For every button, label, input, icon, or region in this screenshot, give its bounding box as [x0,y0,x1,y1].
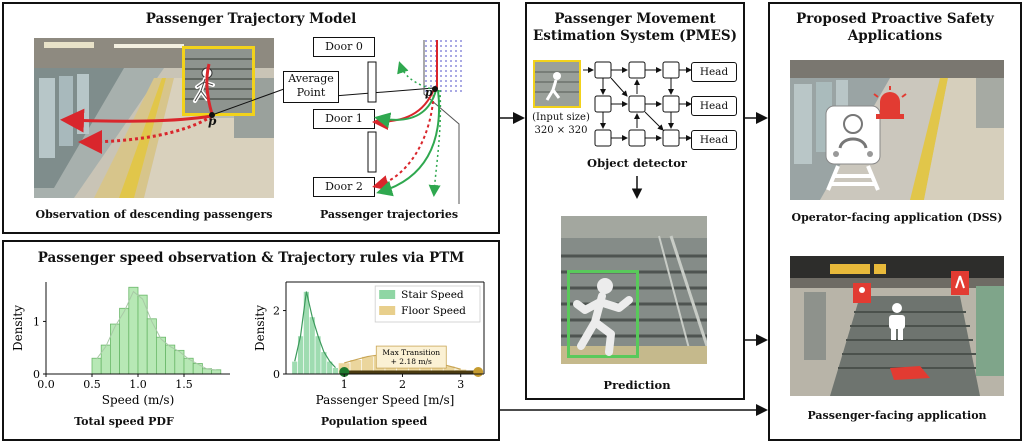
observed-trajectory-arrows [60,63,435,154]
panel-pmes: Passenger Movement Estimation System (PM… [525,2,745,400]
apps-title-line2: Applications [847,28,943,44]
average-point-label: Average Point [283,71,339,103]
y-tick-label: 1 [33,315,40,328]
head-box-2: Head [691,96,737,116]
average-point-line2: Point [296,86,326,99]
panel-title: Passenger Trajectory Model [145,11,357,27]
y-tick-label: 0 [33,368,40,381]
pmes-title-line1: Passenger Movement [554,11,716,27]
prediction-image [561,216,707,364]
trajectories-caption: Passenger trajectories [319,208,459,221]
alarm-siren-icon [873,86,907,119]
p-label: p [208,114,217,128]
head-box-1: Head [691,62,737,82]
y-tick-label: 2 [273,305,280,318]
x-tick-label: 3 [457,378,464,391]
y-tick-label: 0 [273,368,280,381]
door-2: Door 2 [313,177,375,197]
person-standing-icon [889,303,905,340]
legend-swatch [379,290,396,299]
object-detector-label: Object detector [587,156,687,170]
door-0: Door 0 [313,37,375,57]
alert-marker-icon [951,271,969,295]
x-tick-label: 0.5 [83,378,101,391]
x-tick-label: 2 [399,378,406,391]
annotation-line1: Max Transition [382,348,440,357]
population-speed-chart: Max Transition+ 2.18 m/s 1 2 3 0 2 Stair Speed… [253,281,485,407]
annotation-line2: + 2.18 m/s [391,357,432,366]
operator-application-image [790,60,1004,200]
running-person-icon [573,278,633,356]
detection-box [567,270,639,358]
average-point-line1: Average [288,72,334,85]
head-box-3: Head [691,130,737,150]
density-curve [96,290,217,371]
door-1: Door 1 [313,109,375,129]
panel-safety-applications: Proposed Proactive Safety Applications [768,2,1022,441]
y-axis-label: Density [253,305,267,351]
passenger-application-image [790,256,1004,396]
p-label-schematic: p [425,86,433,99]
x-tick-label: 1.5 [175,378,193,391]
observation-caption: Observation of descending passengers [35,208,273,221]
x-axis-label: Speed (m/s) [102,393,175,407]
input-frame-thumbnail [533,60,581,108]
x-tick-label: 0.0 [37,378,55,391]
down-arrow [631,176,643,199]
train-operator-icon [825,105,881,191]
stair-speed-curve [294,291,336,369]
apps-title-line1: Proposed Proactive Safety [796,11,994,27]
pmes-title-line2: Estimation System (PMES) [532,28,738,44]
x-tick-label: 1 [341,378,348,391]
legend-label: Floor Speed [401,305,466,317]
legend-swatch [379,306,396,315]
panel-speed-observation: Passenger speed observation & Trajectory… [2,240,500,441]
input-size-line2: 320 × 320 [534,125,588,136]
operator-caption: Operator-facing application (DSS) [791,211,1003,224]
panel-passenger-trajectory-model: Passenger Trajectory Model [2,2,500,234]
legend-label: Stair Speed [401,289,464,301]
detector-network-diagram [583,61,692,147]
input-size-line1: (Input size) [532,112,590,123]
alert-marker-icon [853,283,871,303]
pdf-caption: Total speed PDF [74,415,174,428]
passenger-caption: Passenger-facing application [807,409,987,422]
panel-title: Passenger speed observation & Trajectory… [37,250,465,266]
x-tick-label: 1.0 [129,378,147,391]
prediction-caption: Prediction [603,378,671,392]
annotation-box [375,345,447,369]
x-axis-label: Passenger Speed [m/s] [316,393,455,407]
population-caption: Population speed [320,415,428,428]
trajectory-schematic [367,40,464,204]
y-axis-label: Density [11,305,25,351]
